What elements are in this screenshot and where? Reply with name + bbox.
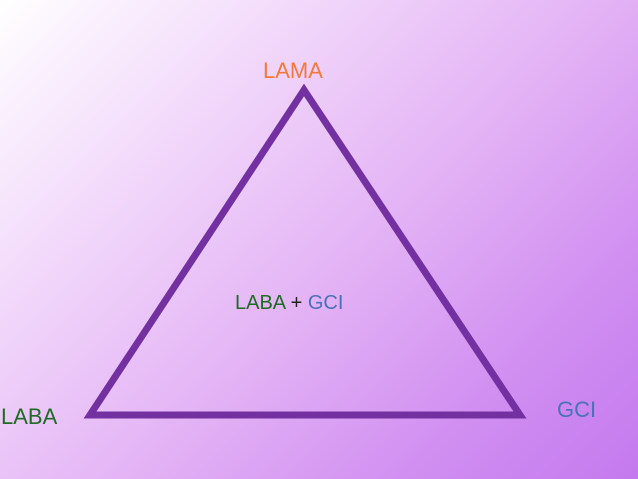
center-label-plus: + [290,292,303,314]
center-label-right: GCI [307,292,344,314]
vertex-label-bottom-left: LABA [1,404,58,429]
center-label-left: LABA [235,292,286,314]
vertex-label-top: LAMA [263,58,323,83]
center-label: LABA + GCI [235,291,343,315]
triangle-outline [83,83,527,419]
vertex-label-bottom-right: GCI [557,397,597,422]
